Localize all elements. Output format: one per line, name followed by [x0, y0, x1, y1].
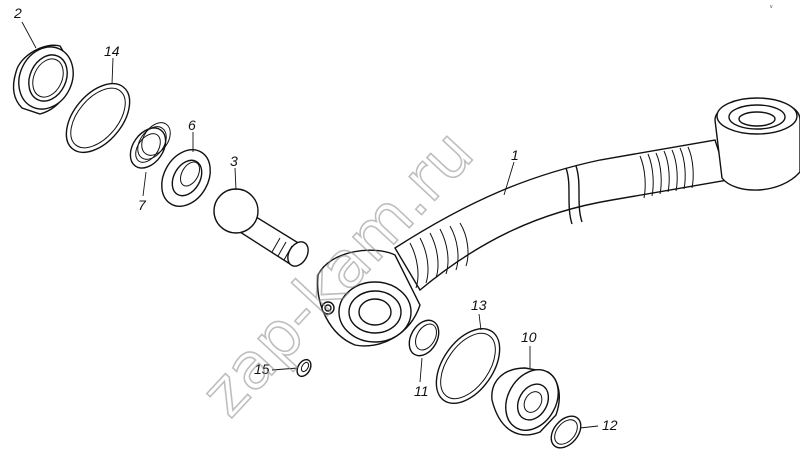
part-1-ribs-left — [409, 222, 469, 289]
corner-mark: v — [770, 4, 773, 10]
part-14-o-ring — [65, 82, 131, 154]
part-2-threaded-plug — [12, 44, 74, 115]
callout-6: 6 — [188, 117, 196, 133]
callout-labels: 2 14 6 3 7 1 13 10 11 12 15 — [13, 5, 618, 433]
callout-13: 13 — [471, 297, 487, 313]
callout-10: 10 — [521, 329, 537, 345]
callout-1: 1 — [511, 147, 519, 163]
callout-14: 14 — [104, 43, 120, 59]
part-15-grease-fitting — [296, 358, 312, 378]
part-1-tie-rod-arm — [316, 97, 800, 347]
part-11-retaining-ring — [408, 319, 440, 357]
callout-3: 3 — [230, 153, 238, 169]
callout-15: 15 — [254, 361, 270, 377]
part-1-ribs-right — [639, 146, 694, 199]
part-12-small-ring — [550, 415, 582, 449]
leader-lines — [21, 21, 599, 429]
part-1-left-eye — [316, 249, 421, 347]
callout-11: 11 — [414, 383, 429, 399]
part-1-right-eye — [714, 97, 800, 191]
callout-7: 7 — [138, 197, 147, 213]
callout-2: 2 — [13, 5, 22, 21]
part-7-spring — [129, 122, 171, 169]
callout-12: 12 — [602, 417, 618, 433]
part-3-ball-pin — [213, 188, 309, 267]
part-10-cover-cap — [491, 367, 560, 436]
part-6-ball-seat — [161, 149, 211, 207]
part-13-o-ring — [435, 328, 501, 404]
